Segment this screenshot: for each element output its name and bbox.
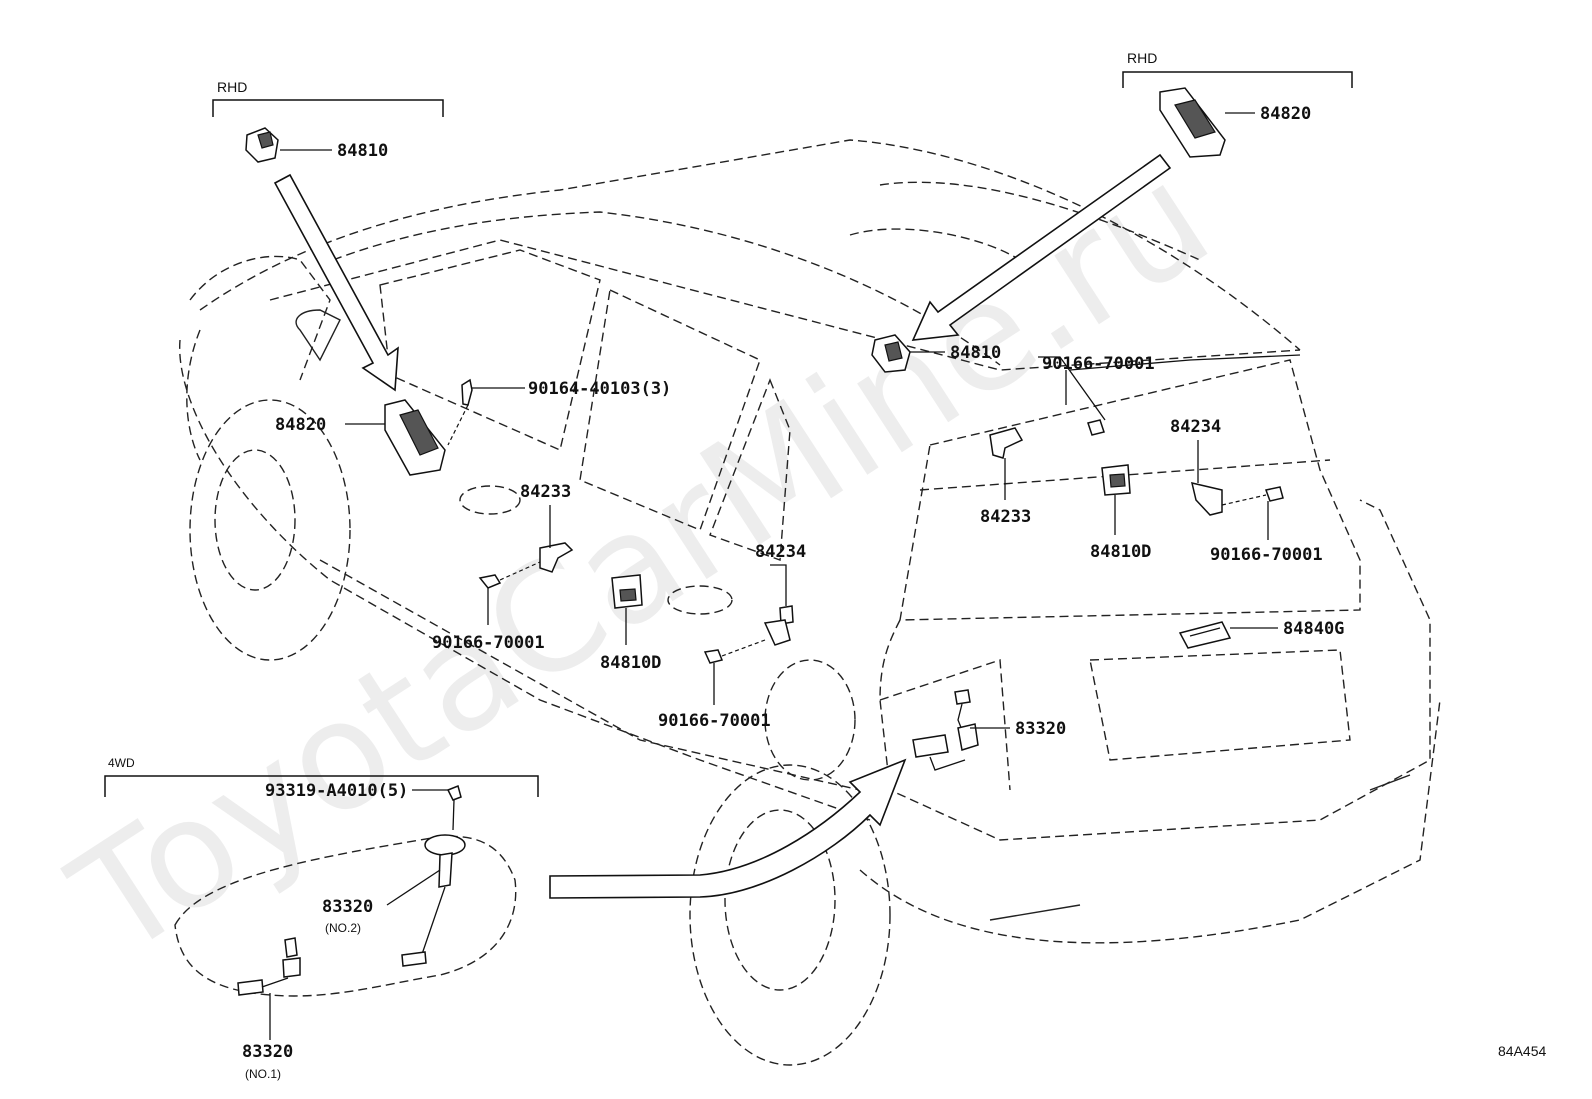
bracket-rhd-left: RHD — [212, 79, 444, 117]
label-84810d-back: 84810D — [1090, 542, 1151, 562]
rhd-label-left: RHD — [217, 79, 247, 95]
fuel-sender-83320-right — [912, 689, 979, 771]
switch-84810-top-left — [245, 127, 279, 163]
screw-90164 — [461, 378, 473, 406]
diagram-code: 84A454 — [1498, 1043, 1546, 1059]
label-84840g: 84840G — [1283, 619, 1344, 639]
label-84234-back: 84234 — [1170, 417, 1221, 437]
arrow-to-rear-pillar — [911, 153, 1172, 341]
screw-90166-top — [1087, 419, 1105, 436]
courtesy-switch-84233-back — [989, 427, 1024, 459]
label-93319: 93319-A4010(5) — [265, 781, 408, 801]
vehicle-outline — [179, 139, 1441, 1066]
label-84810-rear: 84810 — [950, 343, 1001, 363]
leader-lines — [269, 112, 1301, 1040]
arrow-to-fuel-tank — [549, 758, 907, 899]
screw-90166-front-door — [478, 574, 502, 589]
callout-labels: 84810 84820 84820 90164-40103(3) 84810 9… — [242, 104, 1546, 1081]
bracket-rhd-right: RHD — [1122, 50, 1353, 88]
switch-84810d-back — [1101, 464, 1131, 496]
switch-84810-rear — [871, 334, 911, 373]
label-90164: 90164-40103(3) — [528, 379, 671, 399]
label-83320-no2: 83320 — [322, 897, 373, 917]
switch-84820-top-right — [1159, 87, 1226, 158]
label-84233-back: 84233 — [980, 507, 1031, 527]
screw-90166-rear-door — [703, 649, 724, 664]
arrow-to-front-door — [273, 173, 399, 392]
label-83320-right: 83320 — [1015, 719, 1066, 739]
rhd-label-right: RHD — [1127, 50, 1157, 66]
switch-84820-left-door — [384, 399, 446, 476]
label-90166-back-right: 90166-70001 — [1210, 545, 1323, 565]
bracket-4wd: 4WD — [104, 756, 539, 797]
label-90166-top: 90166-70001 — [1042, 354, 1155, 374]
label-90166-rear-door: 90166-70001 — [658, 711, 771, 731]
label-90166-front-door: 90166-70001 — [432, 633, 545, 653]
label-84810d-front: 84810D — [600, 653, 661, 673]
label-84233-front: 84233 — [520, 482, 571, 502]
courtesy-switch-84233-front — [539, 542, 574, 573]
label-83320-no1-sub: (NO.1) — [245, 1067, 281, 1081]
label-84810-top-left: 84810 — [337, 141, 388, 161]
label-84820-left-door: 84820 — [275, 415, 326, 435]
label-84234-rear-door: 84234 — [755, 542, 806, 562]
fuel-tank-4wd — [174, 784, 517, 997]
4wd-label: 4WD — [108, 756, 135, 770]
courtesy-switch-84234-rear-door — [763, 605, 794, 646]
courtesy-switch-84234-back — [1190, 481, 1223, 516]
screw-90166-back-right — [1265, 486, 1284, 502]
label-84820-top-right: 84820 — [1260, 104, 1311, 124]
switch-84810d-front — [611, 574, 643, 609]
label-83320-no2-sub: (NO.2) — [325, 921, 361, 935]
label-83320-no1: 83320 — [242, 1042, 293, 1062]
switch-84840g — [1178, 621, 1232, 649]
